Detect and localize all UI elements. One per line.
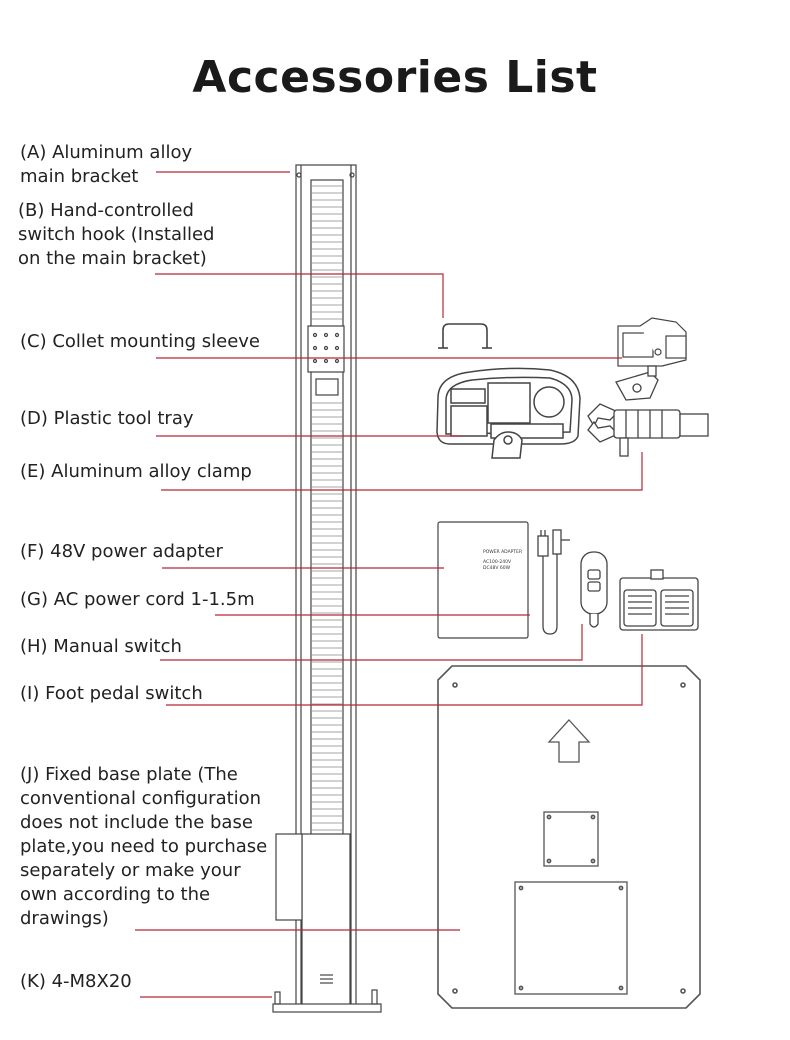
label-b: (B) Hand-controlled switch hook (Install… [18, 199, 214, 271]
label-f: (F) 48V power adapter [20, 540, 223, 564]
collet-sleeve-drawing [617, 317, 687, 367]
label-j-line: own according to the [20, 884, 211, 905]
label-k-line: (K) 4-M8X20 [20, 971, 132, 992]
power-cord-drawing [537, 529, 570, 635]
label-j-line: plate,you need to purchase [20, 836, 268, 857]
label-j: (J) Fixed base plate (The conventional c… [20, 763, 267, 931]
label-b-line: switch hook (Installed [18, 224, 215, 245]
switch-hook-drawing [438, 323, 492, 349]
power-adapter-drawing [437, 521, 529, 639]
base-plate-drawing [437, 665, 701, 1009]
label-a-line: main bracket [20, 166, 139, 187]
adapter-label-3: DC48V 60W [483, 565, 511, 571]
tool-tray-drawing [436, 367, 581, 459]
label-k: (K) 4-M8X20 [20, 970, 132, 994]
label-h-line: (H) Manual switch [20, 636, 182, 657]
label-a: (A) Aluminum alloy main bracket [20, 141, 192, 189]
label-b-line: (B) Hand-controlled [18, 200, 194, 221]
leader-line-e [161, 452, 643, 491]
label-g-line: (G) AC power cord 1-1.5m [20, 589, 255, 610]
label-g: (G) AC power cord 1-1.5m [20, 588, 255, 612]
leader-lines [135, 171, 643, 998]
label-c: (C) Collet mounting sleeve [20, 330, 260, 354]
label-i-line: (I) Foot pedal switch [20, 683, 203, 704]
label-f-line: (F) 48V power adapter [20, 541, 223, 562]
label-j-line: separately or make your [20, 860, 241, 881]
label-c-line: (C) Collet mounting sleeve [20, 331, 261, 352]
label-d: (D) Plastic tool tray [20, 407, 194, 431]
label-d-line: (D) Plastic tool tray [20, 408, 194, 429]
label-b-line: on the main bracket) [18, 248, 207, 269]
foot-pedal-drawing [619, 569, 699, 631]
adapter-label-2: AC100-240V [483, 559, 512, 565]
manual-switch-drawing [580, 551, 608, 628]
page-title: Accessories List [192, 52, 598, 103]
label-i: (I) Foot pedal switch [20, 682, 203, 706]
leader-line-h [160, 624, 583, 661]
main-bracket-drawing [272, 164, 382, 1013]
leader-line-i [166, 634, 643, 706]
adapter-label-1: POWER ADAPTER [483, 549, 522, 555]
label-j-line: does not include the base [20, 812, 253, 833]
label-j-line: (J) Fixed base plate (The [20, 764, 238, 785]
alloy-clamp-drawing [587, 365, 709, 457]
label-j-line: drawings) [20, 908, 109, 929]
label-e-line: (E) Aluminum alloy clamp [20, 461, 252, 482]
leader-line-b [155, 273, 444, 318]
label-j-line: conventional configuration [20, 788, 262, 809]
label-a-line: (A) Aluminum alloy [20, 142, 193, 163]
label-e: (E) Aluminum alloy clamp [20, 460, 252, 484]
label-h: (H) Manual switch [20, 635, 182, 659]
